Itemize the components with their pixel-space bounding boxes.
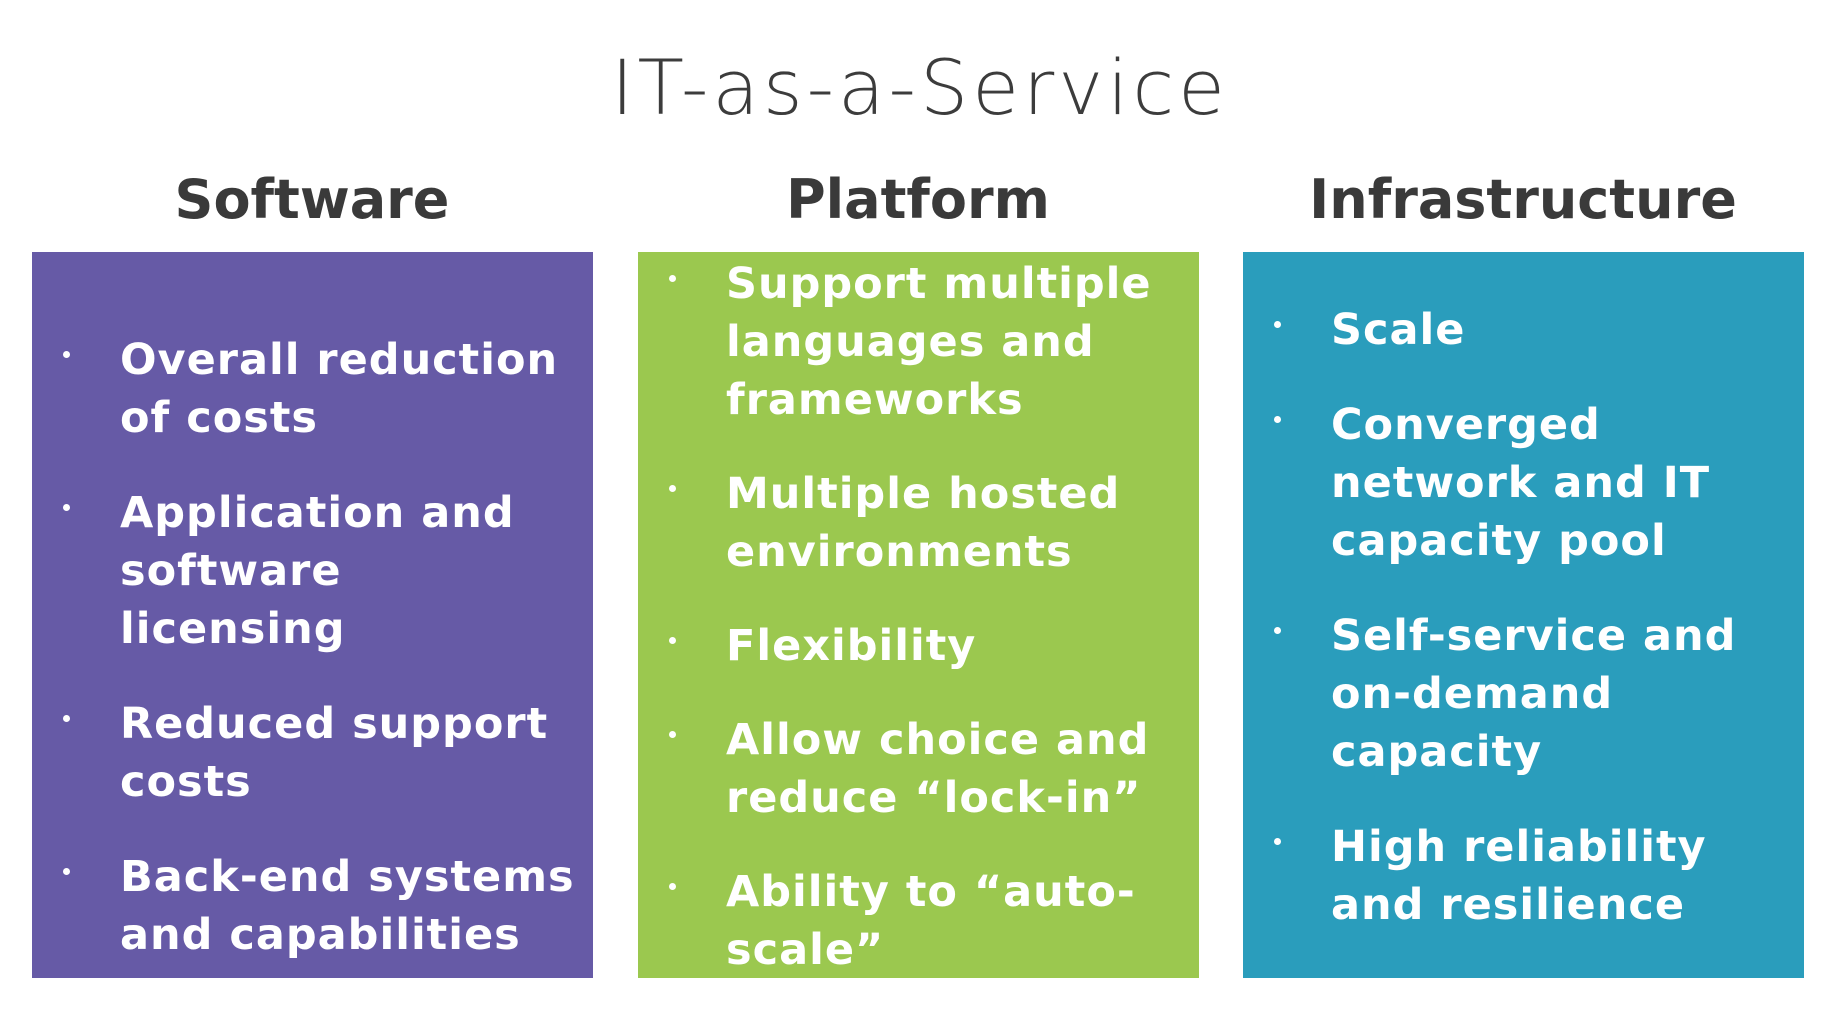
bullet-icon [1274,416,1281,423]
column-heading-software: Software [174,168,450,231]
list-item-text: Ability to “auto-scale” [726,867,1136,975]
list-item-text: Overall reduction of costs [120,335,559,443]
platform-list: Support multiple languages and framework… [638,252,1199,978]
list-item: Ability to “auto-scale” [638,863,1199,978]
list-item: Support multiple languages and framework… [638,255,1199,429]
software-panel: Overall reduction of costs Application a… [32,252,593,978]
list-item-text: Reduced support costs [120,699,549,807]
bullet-icon [63,868,70,875]
list-item-text: Back-end systems and capabilities [120,852,575,960]
list-item: Reduced support costs [32,695,593,811]
list-item-text: Scale [1331,305,1466,355]
list-item: Overall reduction of costs [32,331,593,447]
bullet-icon [63,504,70,511]
list-item: Scale [1243,301,1804,359]
list-item-text: Support multiple languages and framework… [726,259,1152,425]
list-item-text: Multiple hosted environments [726,469,1121,577]
infrastructure-list: Scale Converged network and IT capacity … [1243,252,1804,934]
list-item-text: Application and software licensing [120,488,515,654]
bullet-icon [63,715,70,722]
list-item: Multiple hosted environments [638,465,1199,581]
list-item-text: High reliability and resilience [1331,822,1707,930]
bullet-icon [669,883,676,890]
bullet-icon [1274,321,1281,328]
bullet-icon [669,637,676,644]
list-item: Converged network and IT capacity pool [1243,396,1804,570]
list-item: Allow choice and reduce “lock-in” [638,711,1199,827]
platform-panel: Support multiple languages and framework… [638,252,1199,978]
bullet-icon [669,731,676,738]
list-item: Self-service and on-demand capacity [1243,607,1804,781]
bullet-icon [669,485,676,492]
list-item: Flexibility [638,617,1199,675]
list-item: High reliability and resilience [1243,818,1804,934]
list-item: Application and software licensing [32,484,593,658]
column-heading-platform: Platform [786,168,1050,231]
column-heading-infrastructure: Infrastructure [1309,168,1737,231]
infrastructure-panel: Scale Converged network and IT capacity … [1243,252,1804,978]
list-item-text: Self-service and on-demand capacity [1331,611,1737,777]
bullet-icon [63,351,70,358]
list-item-text: Flexibility [726,621,977,671]
list-item-text: Converged network and IT capacity pool [1331,400,1711,566]
list-item: Back-end systems and capabilities [32,848,593,964]
slide-title: IT-as-a-Service [611,43,1229,132]
list-item-text: Allow choice and reduce “lock-in” [726,715,1150,823]
bullet-icon [1274,838,1281,845]
bullet-icon [669,275,676,282]
bullet-icon [1274,627,1281,634]
software-list: Overall reduction of costs Application a… [32,252,593,964]
